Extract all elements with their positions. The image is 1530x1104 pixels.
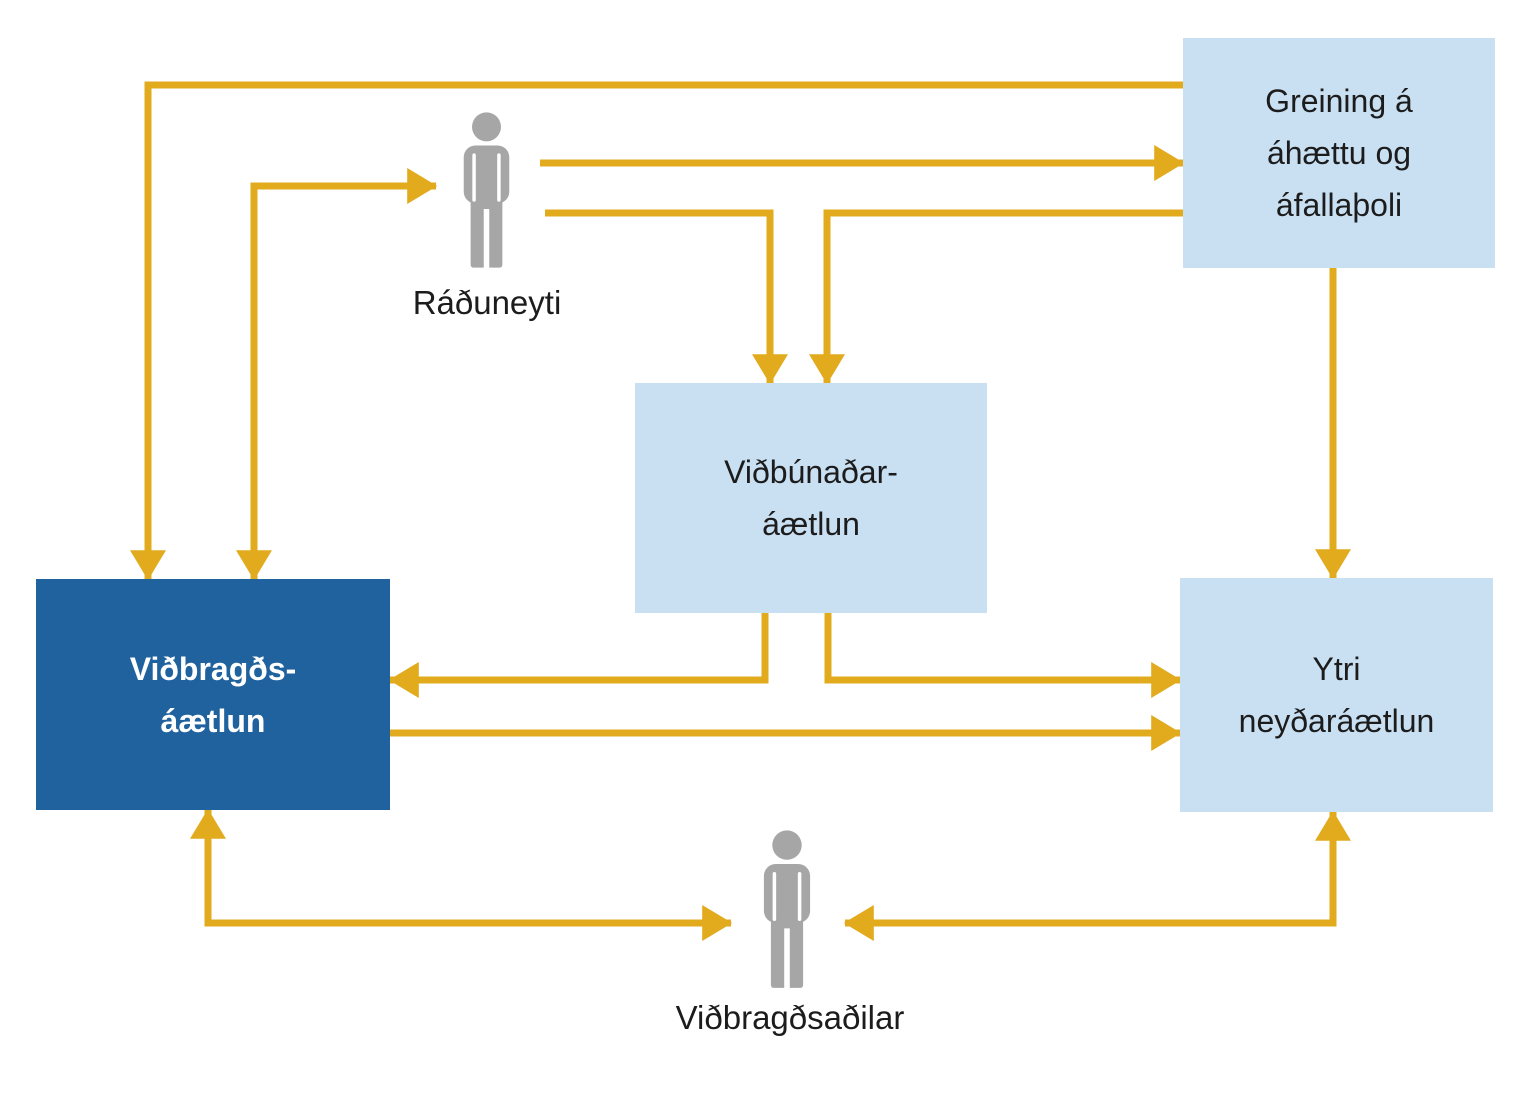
arrow-greining-to-vidbunadaraaetlun — [809, 209, 1183, 385]
node-vidbragdsaaetlun: Viðbragðs- áætlun — [36, 579, 390, 810]
arrow-raduneyti-to-vidbunadaraaetlun — [545, 209, 788, 385]
arrow-vidbunadaraaetlun-to-vidbragdsaaetlun — [388, 613, 769, 698]
arrow-vidbragdsaaetlun-vidbragdsadilar-two-way — [190, 808, 733, 941]
node-vidbunadaraaetlun-line2: áætlun — [762, 506, 860, 542]
node-ytri-neydaraaetlun-line2: neyðaráætlun — [1238, 703, 1435, 739]
node-vidbragdsaaetlun-line1: Viðbragðs- — [129, 650, 297, 687]
node-greining-line2: áhættu og — [1266, 135, 1412, 171]
person-icon-raduneyti — [464, 112, 510, 269]
node-vidbunadaraaetlun: Viðbúnaðar- áætlun — [635, 383, 987, 613]
arrow-vidbragdsaaetlun-raduneyti-two-way — [236, 168, 438, 581]
label-vidbragdsadilar: Viðbragðsaðilar — [675, 999, 905, 1036]
arrow-vidbragdsadilar-ytri-two-way — [843, 810, 1351, 941]
node-greining-line1: Greining á — [1265, 83, 1413, 119]
arrow-greining-to-vidbragdsaaetlun — [130, 81, 1183, 581]
node-greining-line3: áfallaþoli — [1275, 187, 1403, 223]
node-vidbunadaraaetlun-line1: Viðbúnaðar- — [724, 454, 898, 490]
node-vidbragdsaaetlun-line2: áætlun — [160, 702, 266, 739]
label-raduneyti: Ráðuneyti — [412, 284, 562, 321]
arrow-vidbunadaraaetlun-to-ytri — [824, 613, 1182, 698]
person-icon-vidbragdsadilar — [764, 830, 810, 989]
node-ytri-neydaraaetlun-line1: Ytri — [1312, 651, 1361, 687]
node-greining: Greining á áhættu og áfallaþoli — [1183, 38, 1495, 268]
node-ytri-neydaraaetlun: Ytri neyðaráætlun — [1180, 578, 1493, 812]
